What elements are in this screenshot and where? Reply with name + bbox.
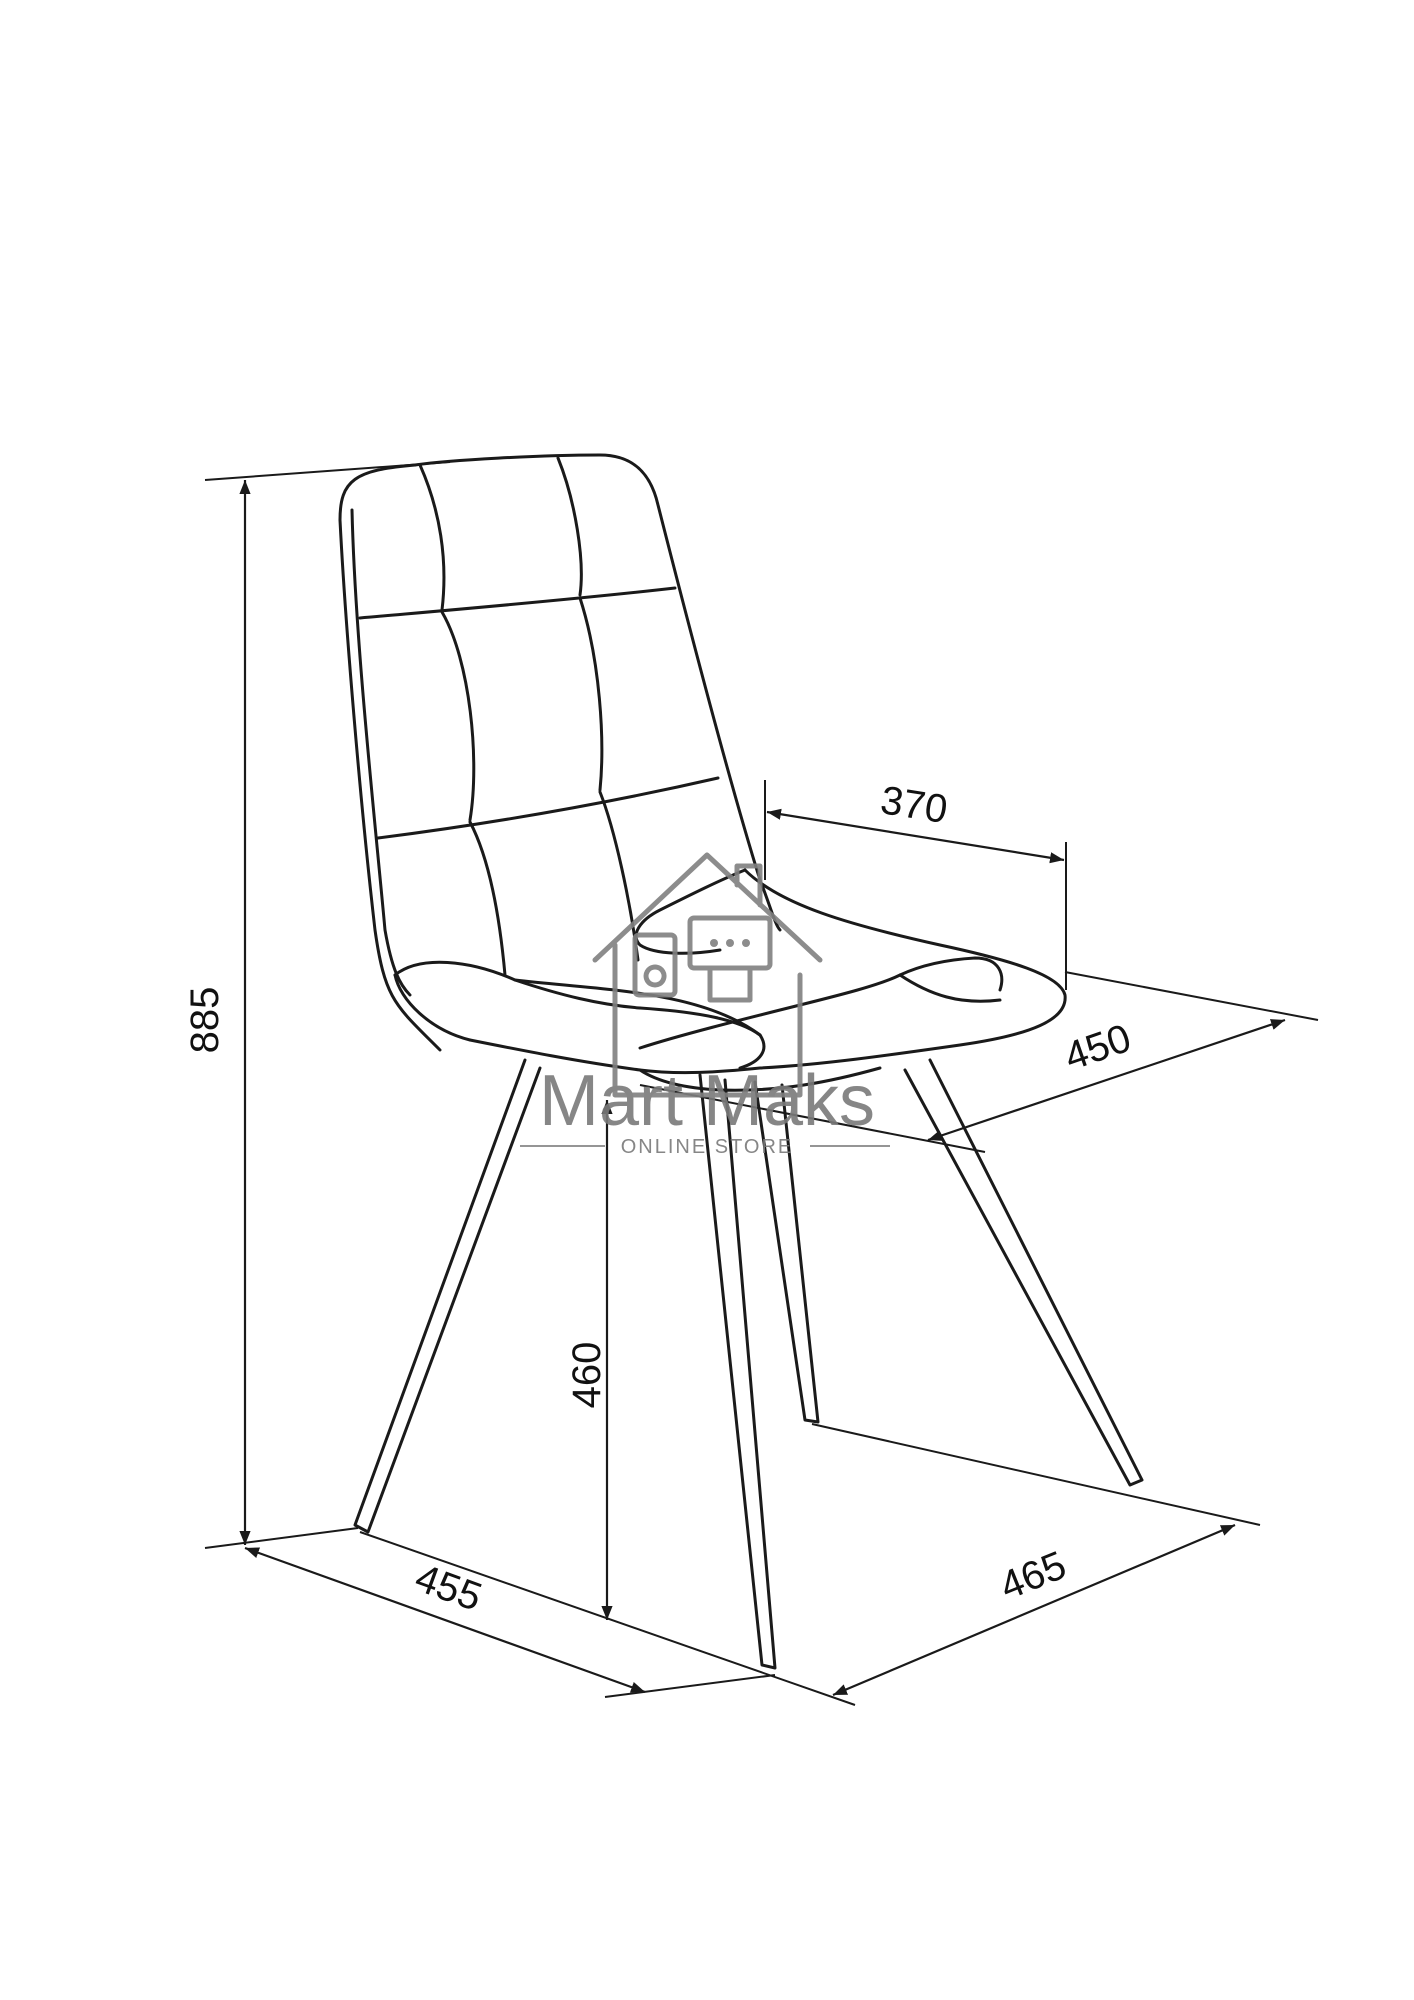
dim-label-460: 460 [565, 1342, 609, 1409]
dim-label-455: 455 [410, 1556, 488, 1620]
dimension-seat-height-460: 460 [565, 1100, 613, 1620]
watermark-tagline: ONLINE STORE [621, 1136, 794, 1158]
watermark-brand: Mart Maks [539, 1061, 875, 1141]
house-icon [592, 852, 823, 1098]
dimension-seat-depth-370: 370 [764, 778, 1067, 990]
dimension-base-width-455: 455 [244, 1531, 856, 1706]
chair-backrest [338, 453, 782, 1052]
dim-label-370: 370 [878, 778, 951, 832]
dim-label-885: 885 [183, 987, 227, 1054]
chair-legs [353, 1058, 1144, 1670]
dim-label-450: 450 [1059, 1016, 1136, 1079]
dimension-height-885: 885 [183, 461, 451, 1549]
dimension-base-depth-465: 465 [811, 1423, 1261, 1697]
watermark-logo: Mart Maks ONLINE STORE [520, 852, 890, 1158]
